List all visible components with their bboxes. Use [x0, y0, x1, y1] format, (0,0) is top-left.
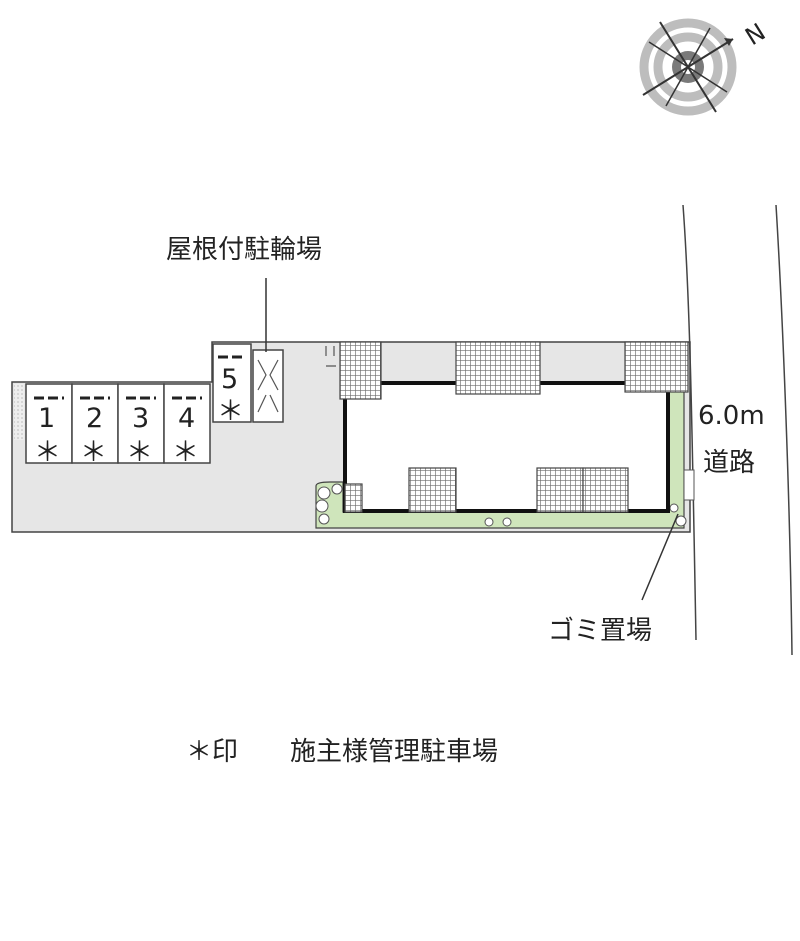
compass-north-label: N [740, 18, 770, 51]
road-width-label: 6.0m [698, 401, 765, 431]
compass-icon [639, 18, 737, 116]
garbage-leader [641, 513, 679, 601]
legend-mark: ＊印 [186, 737, 238, 767]
balconies [339, 341, 689, 513]
parking-area [14, 343, 252, 464]
garbage-area-label: ゴミ置場 [548, 616, 652, 646]
parking-space-5-number: 5 [221, 364, 238, 395]
bicycle-parking-label: 屋根付駐輪場 [166, 235, 322, 265]
parking-space-4-mark: ＊ [172, 437, 199, 468]
road-edge-right [775, 204, 793, 656]
parking-space-2-mark: ＊ [80, 437, 107, 468]
parking-space-4-number: 4 [178, 403, 195, 434]
bicycle-parking [252, 349, 284, 423]
shrubs [315, 483, 687, 527]
legend-text: 施主様管理駐車場 [290, 737, 498, 767]
entrance-mark [325, 346, 336, 367]
parking-space-3-mark: ＊ [126, 437, 153, 468]
road-label: 道路 [703, 448, 755, 478]
parking-space-3-number: 3 [132, 403, 149, 434]
parking-space-1-number: 1 [38, 403, 55, 434]
garbage-area [683, 469, 695, 501]
parking-space-1-mark: ＊ [34, 437, 61, 468]
parking-space-2-number: 2 [86, 403, 103, 434]
parking-space-5-mark: ＊ [217, 396, 244, 427]
road-edge-left [682, 204, 697, 641]
